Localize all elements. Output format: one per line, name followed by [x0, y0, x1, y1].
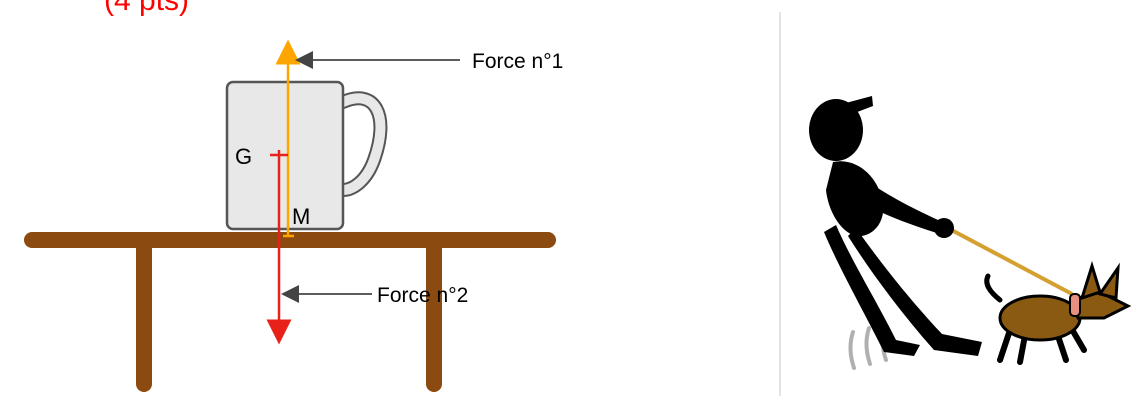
label-force-1: Force n°1: [472, 50, 563, 73]
label-force-2: Force n°2: [377, 284, 468, 307]
table-icon: [24, 232, 556, 392]
person-silhouette-icon: [809, 96, 982, 356]
label-M: M: [292, 204, 310, 229]
exercise-heading: (4 pts): [104, 0, 189, 17]
leash-icon: [943, 224, 1073, 296]
label-G: G: [235, 144, 252, 169]
dog-icon: [984, 260, 1132, 365]
